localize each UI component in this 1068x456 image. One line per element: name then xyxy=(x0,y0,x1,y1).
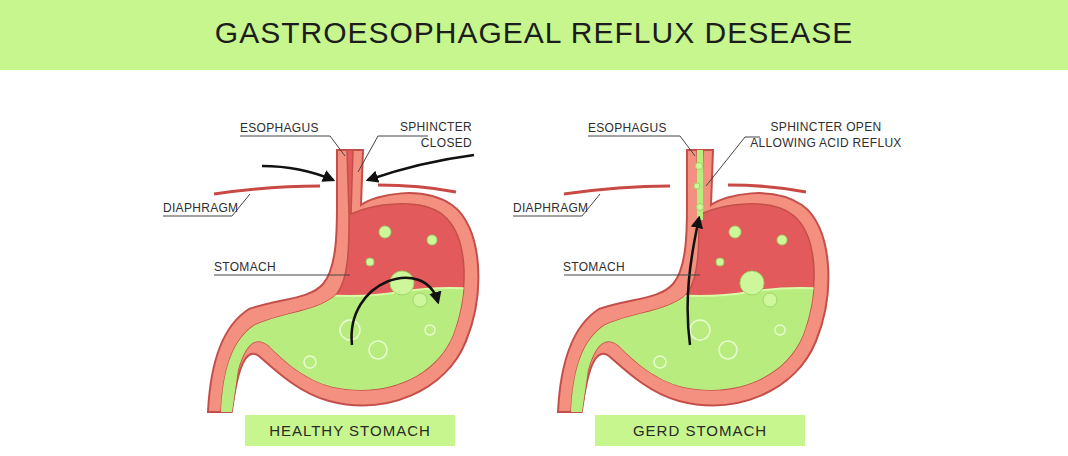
title: GASTROESOPHAGEAL REFLUX DESEASE xyxy=(0,16,1068,50)
part-label: ESOPHAGUS xyxy=(240,120,319,136)
diaphragm xyxy=(564,186,670,194)
leader-line xyxy=(214,275,350,276)
part-label: STOMACH xyxy=(214,259,276,275)
part-label: DIAPHRAGM xyxy=(513,200,588,216)
pressure-arrow xyxy=(368,155,474,180)
leader-line xyxy=(564,275,700,276)
leader-line xyxy=(358,136,428,172)
healthy-stomach xyxy=(200,150,500,420)
part-label: STOMACH xyxy=(563,259,625,275)
gerd-stomach xyxy=(550,150,850,420)
diaphragm xyxy=(214,186,320,194)
pressure-arrow xyxy=(262,166,333,180)
caption-box: HEALTHY STOMACH xyxy=(245,415,455,446)
leader-line xyxy=(163,194,250,216)
reflux-arrow xyxy=(688,218,699,345)
reflux-bubble xyxy=(696,163,703,170)
leader-line xyxy=(513,194,600,216)
box-text: HEALTHY STOMACH xyxy=(269,422,431,439)
diaphragm xyxy=(378,185,456,192)
reflux-bubble xyxy=(694,183,700,189)
leader-line xyxy=(588,136,695,156)
part-label: SPHINCTER CLOSED xyxy=(392,119,472,151)
flow-arrow xyxy=(352,278,438,345)
leader-line xyxy=(240,136,345,156)
reflux-bubble xyxy=(697,204,704,211)
caption-box: GERD STOMACH xyxy=(595,415,805,446)
diaphragm xyxy=(728,185,806,192)
part-label: DIAPHRAGM xyxy=(163,200,238,216)
box-text: GERD STOMACH xyxy=(633,422,767,439)
part-label: ESOPHAGUS xyxy=(588,120,667,136)
part-label: SPHINCTER OPEN ALLOWING ACID REFLUX xyxy=(745,119,907,151)
